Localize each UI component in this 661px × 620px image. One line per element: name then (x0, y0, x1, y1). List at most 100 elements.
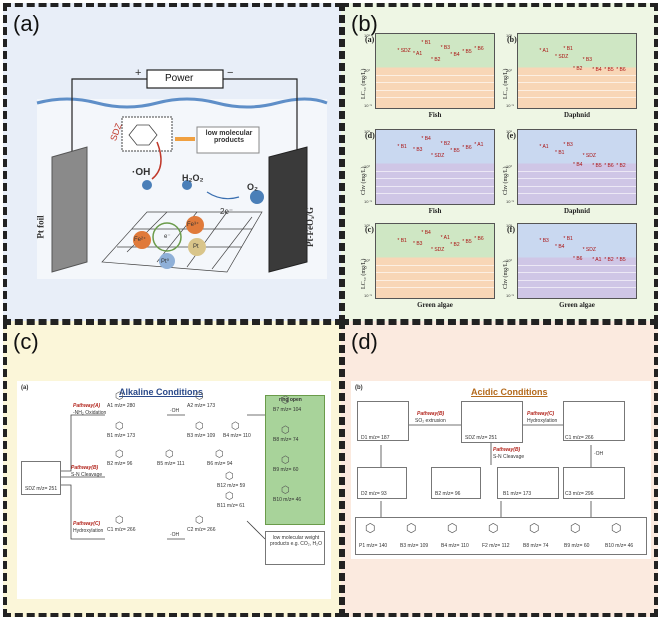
water-surface (36, 97, 328, 109)
oh-radical (142, 180, 152, 190)
data-point-B4: * B4 (573, 161, 583, 168)
product-B9: B9 m/z= 60 (273, 467, 299, 473)
zone-divider (518, 192, 636, 194)
data-point-B5: * B5 (450, 148, 460, 155)
product-B7: B7 m/z= 104 (273, 407, 302, 413)
y-tick-label: 10⁻⁵ (364, 103, 373, 108)
data-point-B5: * B5 (592, 163, 602, 170)
structure-hexagon-icon: ⬡ (115, 515, 124, 526)
data-point-B2: * B2 (573, 65, 583, 72)
acidic-final-product: B3 m/z= 109 (400, 543, 429, 549)
pt-foil-label: Pt foil (35, 215, 46, 239)
data-point-A1: * A1 (413, 50, 423, 57)
acidic-pathway-b-desc1: SO₂ extrusion (415, 418, 446, 424)
data-point-B6: * B6 (616, 67, 626, 74)
product-B12: B12 m/z= 59 (217, 483, 246, 489)
product-C2: C2 m/z= 266 (187, 527, 216, 533)
product-B2: B2 m/z= 96 (107, 461, 133, 467)
y-tick-label: 10⁵ (364, 129, 371, 134)
structure-hexagon-icon: ⬡ (115, 391, 124, 402)
fe2-particle (133, 231, 151, 249)
acidic-product-D2: D2 m/z= 93 (361, 491, 387, 497)
zone-divider (518, 89, 636, 91)
zone-divider (518, 286, 636, 288)
data-point-B4: * B4 (421, 230, 431, 237)
acidic-pathway-c-desc: Hydroxylation (527, 418, 558, 424)
acidic-box-B1 (497, 467, 559, 499)
subplot-xlabel: Green algae (417, 301, 453, 309)
zone-divider (518, 185, 636, 187)
zone-divider (376, 272, 494, 274)
oh-arrow-label-2: ·OH (170, 532, 180, 538)
zone-divider (376, 192, 494, 194)
panel-c: (c) (a) Alkaline Conditions SDZ m/z= 251… (3, 321, 343, 617)
zone-divider (376, 279, 494, 281)
y-tick-label: 10⁰ (364, 258, 371, 263)
power-box (146, 69, 224, 89)
subplot-ylabel: LC₅₀ (mg/L) (503, 68, 509, 99)
data-point-B2: * B2 (440, 140, 451, 147)
alkaline-title: Alkaline Conditions (119, 387, 204, 397)
h2o2-label: H₂O₂ (182, 173, 204, 183)
acidic-products-row (355, 517, 647, 555)
electron-label: e⁻ (164, 234, 171, 240)
cathode-label: Pt-FeOₓ/G (305, 206, 316, 248)
sdz-parent-box (21, 461, 61, 495)
data-point-B4: * B4 (450, 52, 460, 59)
oh-arrow-label: ·OH (170, 408, 180, 414)
data-point-B5: * B5 (604, 67, 614, 74)
acidic-box-C1 (563, 401, 625, 441)
y-tick-label: 10⁵ (506, 33, 513, 38)
panel-d-label: (d) (351, 329, 378, 354)
data-point-B5: * B5 (462, 49, 472, 56)
pathway-c-label: Pathway(C) (73, 521, 101, 527)
structure-hexagon-icon: ⬡ (529, 521, 540, 535)
structure-hexagon-icon: ⬡ (611, 521, 622, 535)
acidic-box-B2 (431, 467, 481, 499)
toxicity-subplot-2: * A1* SDZ* B1* B2* B3* B4* B5* B6 (517, 33, 637, 109)
attack-arrow (151, 141, 162, 180)
structure-hexagon-icon: ⬡ (281, 425, 290, 436)
data-point-A1: * A1 (539, 143, 549, 150)
pathway-b-label: Pathway(B) (71, 465, 99, 471)
pathway-b-desc: S-N Cleavage (71, 472, 103, 478)
acidic-product-B2: B2 m/z= 96 (435, 491, 461, 497)
structure-hexagon-icon: ⬡ (225, 471, 234, 482)
zone-divider (376, 185, 494, 187)
subplot-ylabel: Chv (mg/L) (361, 166, 367, 196)
acidic-product-B1: B1 m/z= 173 (503, 491, 532, 497)
acidic-pathway-b-2: Pathway(B) (493, 447, 521, 453)
zone-divider (376, 178, 494, 180)
end-products-label: low molecular weight products e.g. CO₂, … (270, 535, 322, 547)
power-label: Power (165, 73, 194, 84)
sdz-parent-mz: SDZ m/z= 251 (25, 486, 58, 492)
zone-divider (376, 264, 494, 266)
acidic-final-product: P1 m/z= 140 (359, 543, 388, 549)
acidic-final-product: B10 m/z= 46 (605, 543, 634, 549)
acidic-final-product: F2 m/z= 112 (482, 543, 510, 549)
subplot-xlabel: Green algae (559, 301, 595, 309)
data-point-B2: * B2 (604, 257, 614, 264)
minus-sign: − (227, 67, 234, 79)
pathway-a-desc: -NH₂ Oxidation (73, 410, 107, 416)
acidic-sublabel: (b) (355, 385, 363, 391)
subplot-tag: (c) (365, 225, 374, 234)
y-tick-label: 10⁻⁵ (506, 293, 515, 298)
data-point-B4: * B4 (555, 243, 565, 250)
acidic-figure: (b) Acidic Conditions Pathway(B) SO₂ ext… (351, 381, 651, 559)
acidic-pathway-b-desc2: S-N Cleavage (493, 454, 525, 460)
data-point-B6: * B6 (573, 255, 583, 262)
data-point-B4: * B4 (421, 136, 431, 143)
plus-sign: + (135, 67, 142, 79)
subplot-xlabel: Daphnid (563, 207, 591, 215)
y-tick-label: 10⁵ (364, 33, 371, 38)
acidic-product-C3: C3 m/z= 296 (565, 491, 594, 497)
data-point-B5: * B5 (462, 239, 472, 246)
y-tick-label: 10⁻⁵ (364, 199, 373, 204)
data-point-B6: * B6 (604, 163, 614, 170)
panel-d: (d) (b) Acidic Conditions Pathway(B) SO₂… (341, 321, 658, 617)
zone-divider (376, 170, 494, 172)
pt-particle (188, 238, 206, 256)
y-tick-label: 10⁵ (506, 129, 513, 134)
product-C1: C1 m/z= 266 (107, 527, 136, 533)
